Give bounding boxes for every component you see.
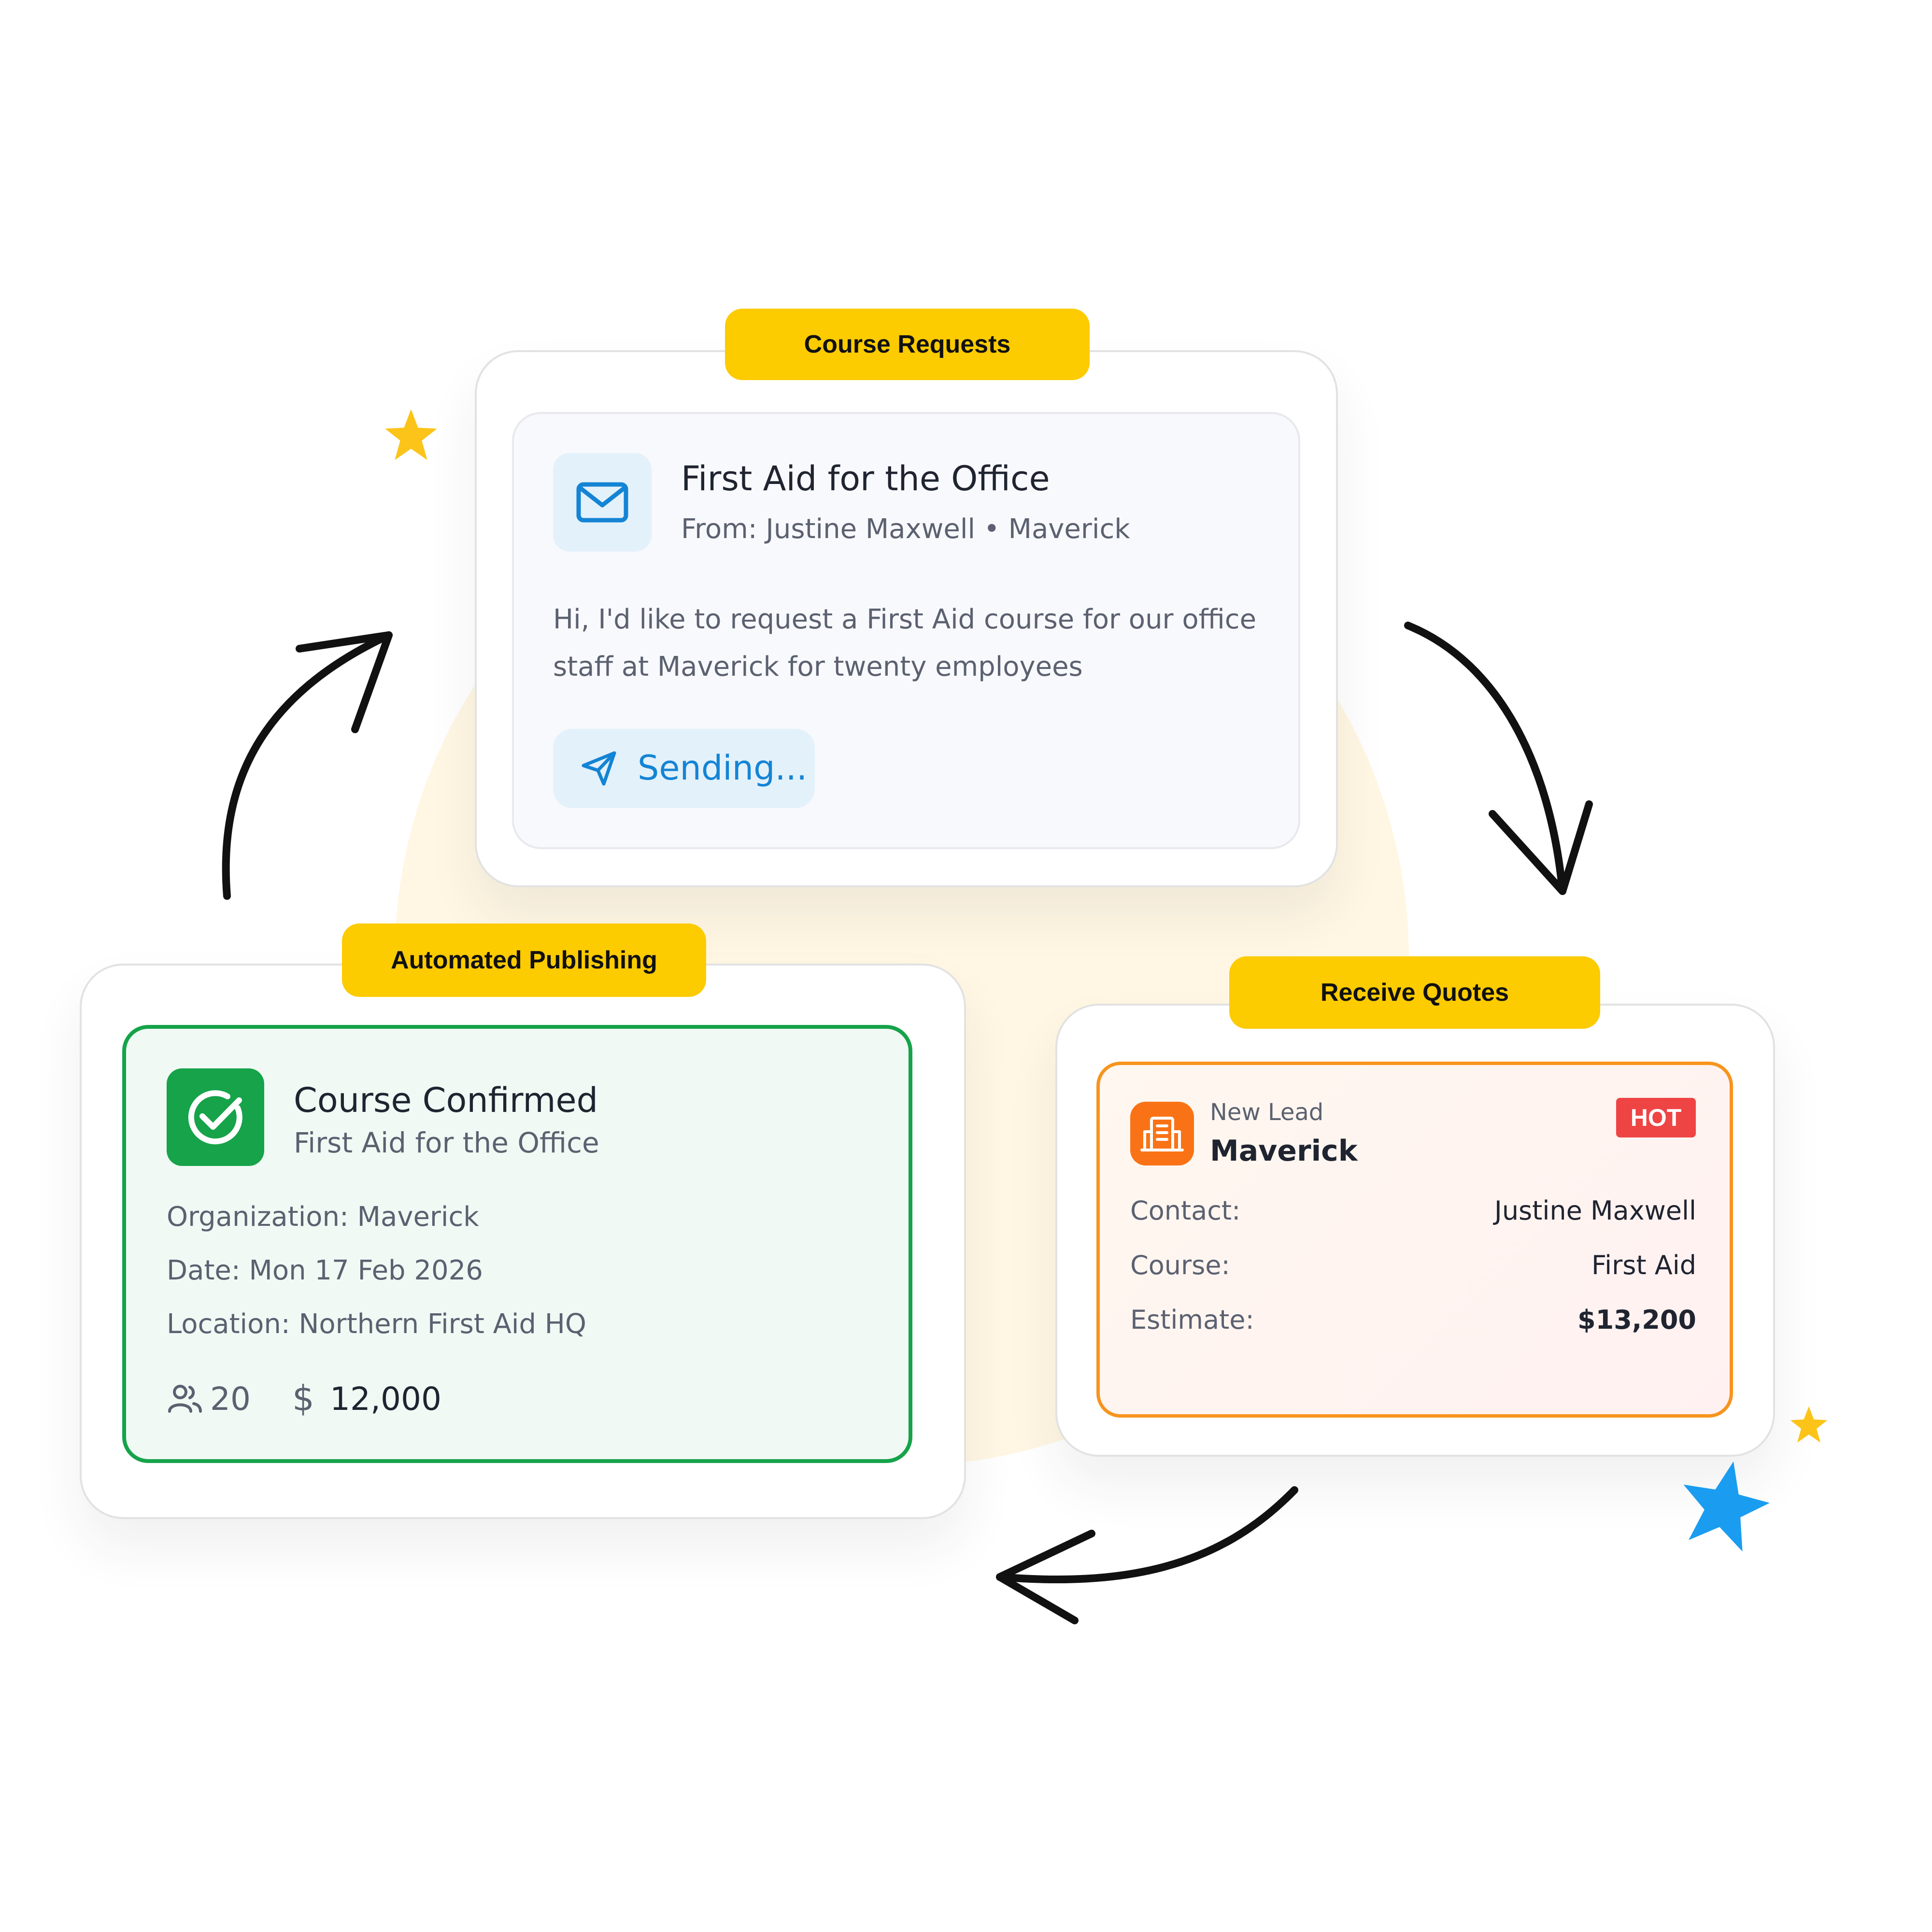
confirmed-date: Date: Mon 17 Feb 2026	[167, 1255, 483, 1286]
sending-status-button[interactable]: Sending...	[553, 729, 815, 808]
course-requests-label: Course Requests	[725, 309, 1090, 380]
mail-icon-tile	[553, 453, 652, 552]
lead-estimate-label: Estimate:	[1130, 1305, 1254, 1335]
request-message-line1: Hi, I'd like to request a First Aid cour…	[553, 604, 1257, 635]
confirmed-location: Location: Northern First Aid HQ	[167, 1308, 586, 1340]
confirmed-organization: Organization: Maverick	[167, 1201, 479, 1233]
lead-course-value: First Aid	[1591, 1250, 1696, 1280]
request-title: First Aid for the Office	[681, 459, 1050, 498]
hot-badge-text: HOT	[1630, 1104, 1682, 1131]
receive-quotes-label: Receive Quotes	[1229, 956, 1600, 1029]
lead-org: Maverick	[1210, 1134, 1358, 1168]
lead-contact-value: Justine Maxwell	[1494, 1195, 1696, 1226]
check-icon-tile	[167, 1068, 264, 1166]
sending-status-text: Sending...	[638, 748, 808, 788]
lead-estimate-value: $13,200	[1577, 1305, 1696, 1335]
star-icon	[1683, 1461, 1770, 1552]
star-icon	[385, 409, 437, 460]
confirmed-subtitle: First Aid for the Office	[294, 1126, 599, 1159]
lead-course-label: Course:	[1130, 1250, 1230, 1280]
request-message-line2: staff at Maverick for twenty employees	[553, 651, 1083, 682]
users-icon	[168, 1385, 202, 1413]
automated-publishing-label: Automated Publishing	[342, 923, 706, 997]
mail-icon	[576, 482, 628, 523]
lead-kicker: New Lead	[1210, 1099, 1324, 1126]
attendee-count: 20	[210, 1380, 251, 1418]
building-icon	[1140, 1117, 1184, 1151]
confirmed-price: 12,000	[330, 1380, 441, 1418]
request-from: From: Justine Maxwell • Maverick	[681, 513, 1130, 545]
lead-contact-label: Contact:	[1130, 1195, 1241, 1226]
building-icon-tile	[1130, 1102, 1194, 1165]
check-circle-icon	[188, 1090, 242, 1145]
star-icon	[1790, 1406, 1828, 1443]
hot-badge: HOT	[1616, 1098, 1696, 1137]
dollar-icon: $	[292, 1378, 314, 1419]
send-icon	[582, 751, 616, 786]
confirmed-title: Course Confirmed	[294, 1080, 598, 1120]
